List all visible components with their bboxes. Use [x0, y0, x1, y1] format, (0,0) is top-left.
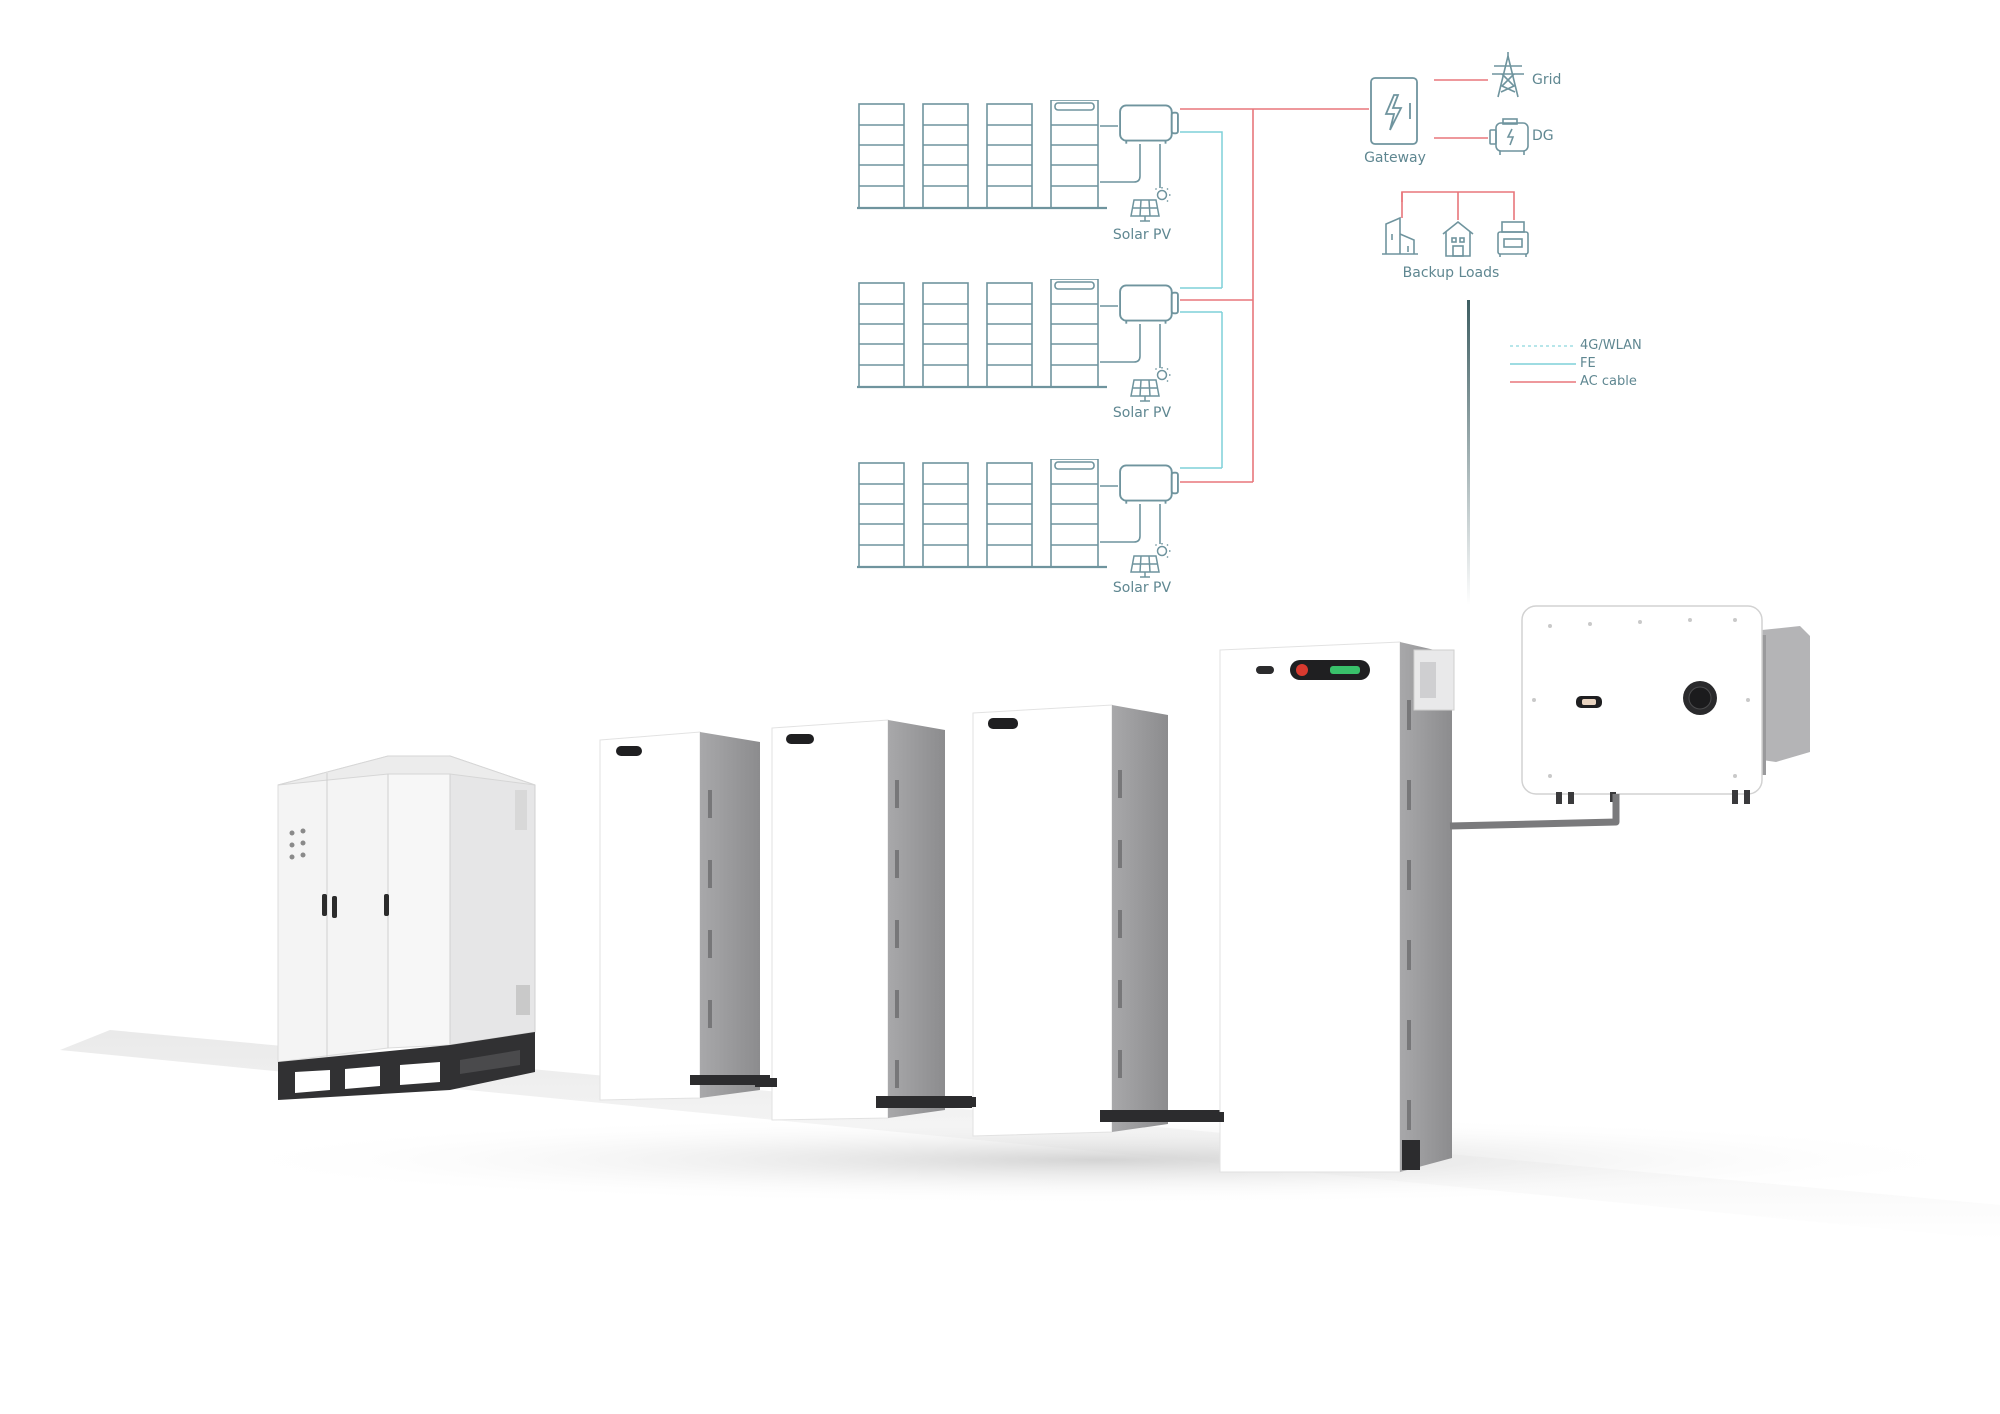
floor-shadow — [200, 1115, 2000, 1205]
dg-label: DG — [1532, 128, 1554, 144]
power-tower-icon — [1492, 52, 1524, 98]
inverter-cable — [1449, 794, 1620, 830]
house-icon — [1442, 220, 1474, 257]
solar-pv-label-1: Solar PV — [1112, 227, 1172, 243]
ac-cable-lines — [1180, 79, 1515, 483]
battery-tower-1 — [599, 731, 770, 1101]
office-building-icon — [1382, 216, 1418, 255]
battery-tower-master — [1219, 641, 1455, 1173]
fe-lines — [1180, 131, 1223, 469]
battery-stack-2 — [857, 279, 1107, 389]
solar-panel-icon-1 — [1130, 186, 1172, 222]
inverter-icon-3 — [1119, 464, 1179, 504]
battery-tower-2 — [771, 719, 972, 1121]
tower-connecting-pipes — [755, 1078, 1224, 1122]
gateway-icon — [1370, 77, 1418, 145]
solar-pv-label-2: Solar PV — [1112, 405, 1172, 421]
battery-stack-3 — [857, 459, 1107, 569]
legend-ac-label: AC cable — [1580, 374, 1637, 389]
gateway-label: Gateway — [1364, 150, 1426, 166]
legend-wlan-label: 4G/WLAN — [1580, 338, 1642, 353]
pcs-cabinet — [277, 755, 536, 1100]
battery-stack-1 — [857, 100, 1107, 210]
battery-tower-3 — [972, 704, 1220, 1137]
legend-fe-label: FE — [1580, 356, 1596, 371]
factory-icon — [1497, 221, 1529, 257]
backup-loads-label: Backup Loads — [1402, 265, 1500, 281]
trunk-cable — [1467, 300, 1470, 605]
inverter-icon-2 — [1119, 284, 1179, 324]
solar-panel-icon-3 — [1130, 542, 1172, 578]
grid-label: Grid — [1532, 72, 1562, 88]
legend-lines — [1510, 345, 1576, 383]
diesel-generator-icon — [1489, 118, 1529, 155]
inverter-icon-1 — [1119, 104, 1179, 144]
wall-inverter — [1449, 605, 1810, 830]
solar-pv-label-3: Solar PV — [1112, 580, 1172, 596]
solar-panel-icon-2 — [1130, 366, 1172, 402]
